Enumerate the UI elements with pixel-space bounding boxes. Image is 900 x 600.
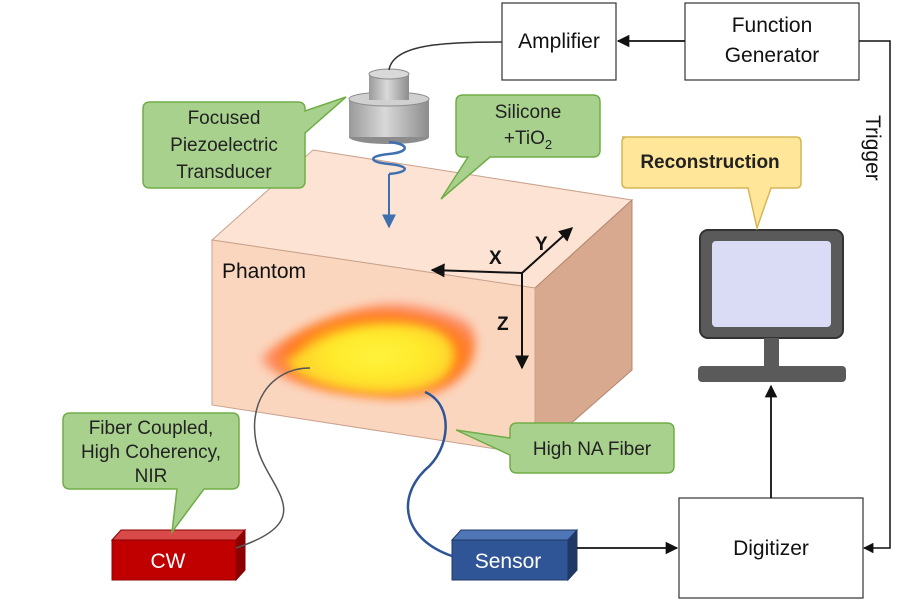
- x-axis-label: X: [489, 248, 502, 269]
- reconstruction-label: Reconstruction: [640, 152, 779, 173]
- z-axis-label: Z: [497, 314, 509, 335]
- amplifier-label: Amplifier: [518, 30, 600, 53]
- sensor-label: Sensor: [475, 550, 542, 573]
- y-axis-label: Y: [535, 234, 548, 255]
- coordinate-axes: X Y Z: [430, 227, 574, 370]
- phantom-block: Phantom: [210, 149, 634, 457]
- computer-monitor-icon: [698, 229, 846, 382]
- phantom-label: Phantom: [222, 260, 306, 283]
- transducer-cable: [388, 41, 503, 71]
- silicone-callout-line2: +TiO2: [504, 128, 552, 152]
- high-na-detection-fiber: [406, 390, 453, 558]
- fiber-source-callout-line1: Fiber Coupled,: [89, 418, 214, 439]
- fiber-source-callout-line3: NIR: [135, 466, 168, 487]
- silicone-callout: Silicone +TiO2: [440, 94, 601, 200]
- transducer-callout-line3: Transducer: [176, 162, 272, 183]
- silicone-tio-subscript: 2: [545, 137, 552, 152]
- y-axis-arrow: [521, 227, 574, 274]
- x-axis-arrow: [430, 263, 523, 278]
- sensor-block: Sensor: [450, 528, 579, 582]
- illumination-fiber: [235, 367, 311, 549]
- high-na-fiber-label: High NA Fiber: [533, 439, 652, 460]
- high-na-fiber-callout: High NA Fiber: [455, 422, 675, 474]
- function-generator-label-line1: Function: [732, 14, 813, 37]
- fiber-source-callout: Fiber Coupled, High Coherency, NIR: [62, 412, 240, 535]
- transducer-callout-line2: Piezoelectric: [170, 135, 278, 156]
- transducer-callout-line1: Focused: [188, 108, 261, 129]
- focused-piezoelectric-transducer: [348, 68, 430, 144]
- digitizer-label: Digitizer: [733, 537, 809, 560]
- silicone-tio-main: +TiO: [504, 128, 545, 149]
- transducer-callout: Focused Piezoelectric Transducer: [142, 96, 347, 189]
- fiber-source-callout-line2: High Coherency,: [81, 442, 221, 463]
- silicone-callout-line1: Silicone: [495, 102, 562, 123]
- function-generator-block: Function Generator: [684, 2, 860, 81]
- function-generator-label-line2: Generator: [725, 44, 820, 67]
- digitizer-block: Digitizer: [678, 497, 864, 599]
- trigger-label: Trigger: [861, 115, 884, 181]
- ultrasound-wave: [372, 140, 406, 176]
- absorption-core: [285, 325, 453, 393]
- reconstruction-callout: Reconstruction: [621, 136, 802, 231]
- trigger-line: [859, 40, 891, 554]
- cw-label: CW: [151, 550, 186, 573]
- amplifier-block: Amplifier: [501, 2, 617, 81]
- cw-laser-block: CW: [110, 528, 247, 582]
